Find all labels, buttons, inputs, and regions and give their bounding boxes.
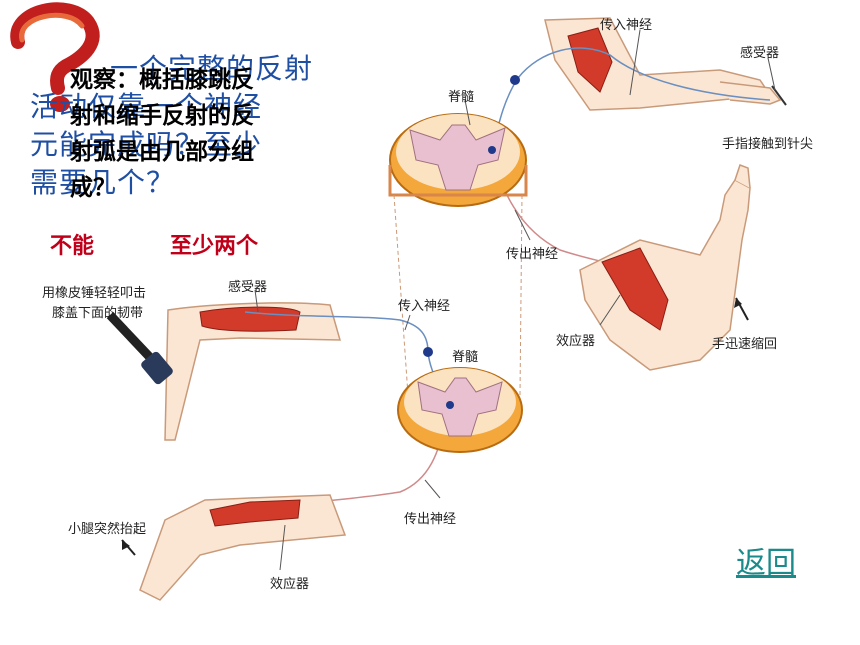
label-afferent-bottom: 传入神经: [398, 299, 451, 314]
label-effector-top: 效应器: [556, 334, 596, 349]
question-line-4: 需要几个？: [30, 166, 176, 199]
question-text: 一个完整的反射 活动仅靠一个神经 元能完成吗？至少 需要几个？: [30, 50, 313, 202]
label-receptor-top: 感受器: [740, 46, 780, 61]
label-withdraw: 手迅速缩回: [712, 337, 778, 352]
label-efferent-bottom: 传出神经: [404, 512, 457, 527]
dashed-connector-left: [393, 194, 409, 396]
rubber-hammer-icon: [106, 311, 173, 385]
label-hammer-1: 用橡皮锤轻轻叩击: [42, 286, 147, 301]
label-receptor-bottom: 感受器: [228, 280, 268, 295]
observe-line-3: 射弧是由几部分组: [70, 139, 254, 165]
thigh: [164, 302, 342, 441]
label-effector-bottom: 效应器: [270, 577, 310, 592]
label-spinal-top: 脊髓: [448, 90, 475, 105]
observe-line-2: 射和缩手反射的反: [70, 103, 254, 129]
label-afferent-top: 传入神经: [600, 18, 653, 33]
label-hammer-2: 膝盖下面的韧带: [52, 306, 144, 321]
label-efferent-top: 传出神经: [506, 247, 559, 262]
dashed-connector-right: [519, 194, 523, 396]
ganglion-bottom: [423, 347, 433, 357]
observe-text: 观察：概括膝跳反 射和缩手反射的反 射弧是由几部分组 成？: [70, 62, 254, 206]
upper-arm-top: [544, 17, 787, 111]
observe-line-4: 成？: [70, 175, 116, 201]
question-line-3: 元能完成吗？至少: [30, 128, 263, 161]
label-touch: 手指接触到针尖: [722, 137, 814, 152]
answer-no: 不能: [50, 234, 95, 259]
answer-min: 至少两个: [170, 234, 259, 259]
question-mark-icon: [10, 2, 100, 112]
spinal-cord-top: [388, 113, 528, 207]
label-leg-lift: 小腿突然抬起: [68, 522, 147, 537]
label-spinal-bottom: 脊髓: [452, 350, 479, 365]
raised-arm: [579, 164, 751, 371]
observe-line-1: 观察：概括膝跳反: [70, 67, 254, 93]
lower-leg: [139, 494, 347, 601]
question-line-1: 一个完整的反射: [110, 52, 314, 85]
spinal-cord-bottom: [397, 367, 523, 453]
question-line-2: 活动仅靠一个神经: [30, 90, 263, 123]
ganglion-top: [510, 75, 520, 85]
back-link[interactable]: 返回: [736, 546, 796, 581]
afferent-nerve-top: [491, 47, 771, 151]
